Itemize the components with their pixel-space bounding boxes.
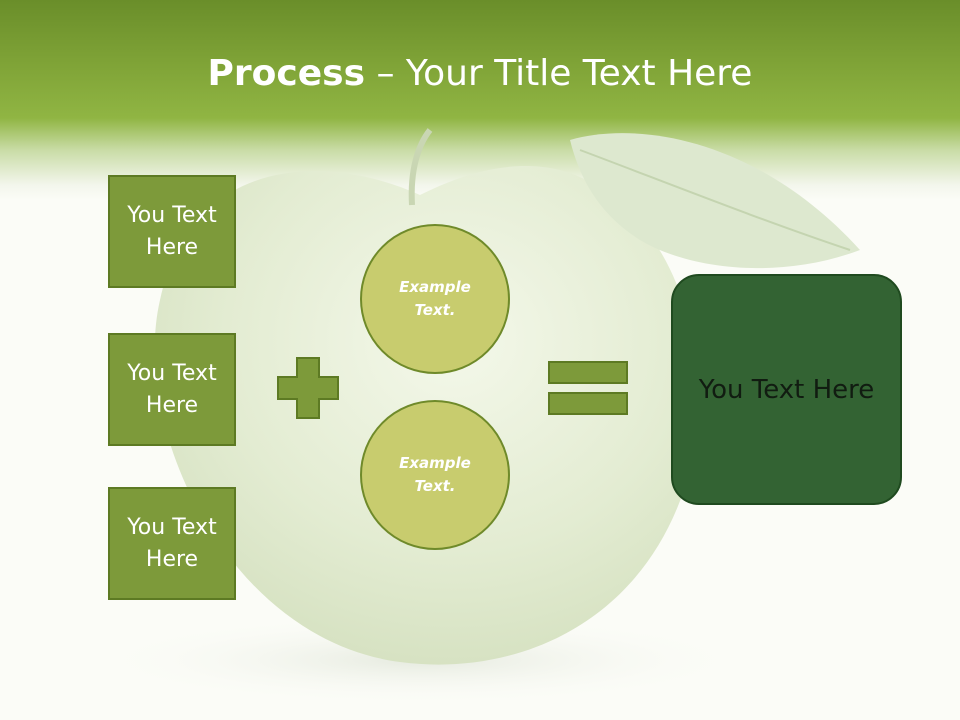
header-band — [0, 0, 960, 200]
input-box-3[interactable]: You Text Here — [108, 487, 236, 600]
example-circle-1-label: Example Text. — [399, 278, 471, 319]
input-box-1[interactable]: You Text Here — [108, 175, 236, 288]
input-box-2[interactable]: You Text Here — [108, 333, 236, 446]
result-box-label: You Text Here — [698, 374, 875, 405]
input-box-2-label: You Text Here — [127, 360, 217, 418]
title-separator: – — [365, 53, 406, 94]
title-bold: Process — [207, 53, 366, 94]
title-rest: Your Title Text Here — [405, 53, 753, 94]
plus-icon — [277, 357, 339, 419]
slide-title: Process – Your Title Text Here — [0, 52, 960, 96]
example-circle-2-label: Example Text. — [399, 454, 471, 495]
example-circle-2[interactable]: Example Text. — [360, 400, 510, 550]
input-box-1-label: You Text Here — [127, 202, 217, 260]
result-box[interactable]: You Text Here — [671, 274, 902, 505]
equals-icon — [548, 361, 628, 415]
input-box-3-label: You Text Here — [127, 514, 217, 572]
example-circle-1[interactable]: Example Text. — [360, 224, 510, 374]
